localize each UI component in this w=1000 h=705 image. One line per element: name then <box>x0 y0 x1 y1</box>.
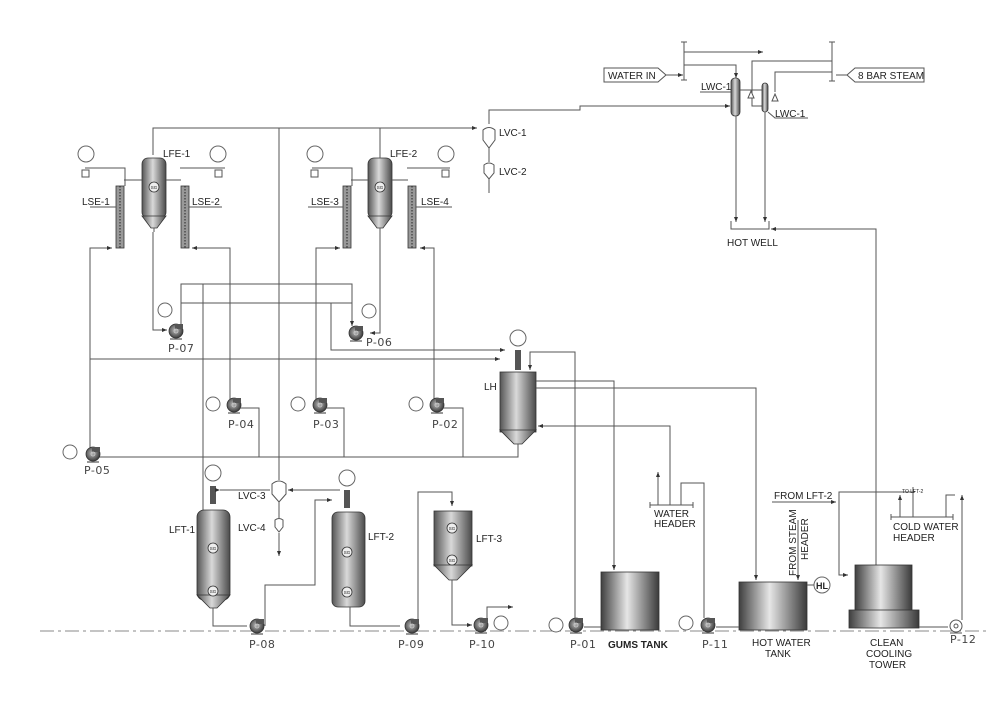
svg-text:HEADER: HEADER <box>800 518 811 560</box>
svg-text:LSE-4: LSE-4 <box>421 197 449 208</box>
pump-p-04: P-04 <box>205 396 254 431</box>
pump-p-02: P-02 <box>408 396 458 431</box>
from-lft-2: FROM LFT-2 <box>772 491 836 504</box>
svg-text:P-07: P-07 <box>168 342 194 355</box>
svg-text:P-01: P-01 <box>570 638 596 651</box>
svg-text:LVC-2: LVC-2 <box>499 167 527 178</box>
cyclone-lvc-2: LVC-2 <box>483 162 527 180</box>
svg-text:P-05: P-05 <box>84 464 110 477</box>
svg-text:HL: HL <box>816 581 828 591</box>
svg-text:LVC-1: LVC-1 <box>499 128 527 139</box>
svg-text:COOLING: COOLING <box>866 649 912 660</box>
svg-text:COLD WATER: COLD WATER <box>893 522 959 533</box>
steam-label: 8 BAR STEAM <box>858 71 924 82</box>
svg-text:HOT WATER: HOT WATER <box>752 638 811 649</box>
svg-text:LFT-2: LFT-2 <box>368 532 395 543</box>
svg-text:WATER: WATER <box>654 509 689 520</box>
svg-text:LSE-3: LSE-3 <box>311 197 339 208</box>
svg-text:TO LFT-2: TO LFT-2 <box>902 489 924 495</box>
pump-p-05: P-05 <box>62 444 110 477</box>
svg-text:FROM STEAM: FROM STEAM <box>788 509 799 576</box>
svg-text:P-03: P-03 <box>313 418 339 431</box>
tank-lft-1: LFT-1 <box>169 464 231 609</box>
svg-text:LSE-1: LSE-1 <box>82 197 110 208</box>
hl-indicator: HL <box>807 576 831 594</box>
separator-lse-1: LSE-1 <box>82 185 125 249</box>
svg-text:P-02: P-02 <box>432 418 458 431</box>
svg-text:LFE-1: LFE-1 <box>163 149 191 160</box>
hot-well-label: HOT WELL <box>727 238 778 249</box>
svg-text:FROM LFT-2: FROM LFT-2 <box>774 491 833 502</box>
pump-p-01: P-01 <box>548 617 596 651</box>
evaporator-lfe-1: LFE-1 <box>141 149 191 232</box>
svg-text:LFT-1: LFT-1 <box>169 525 196 536</box>
svg-text:P-08: P-08 <box>249 638 275 651</box>
pump-p-06: P-06 <box>348 303 392 349</box>
lwc-1a-label: LWC-1 <box>701 82 732 93</box>
hot-water-tank: HOT WATER TANK <box>738 581 811 660</box>
svg-text:LFT-3: LFT-3 <box>476 534 503 545</box>
tank-lft-2: LFT-2 <box>331 469 395 608</box>
cyclone-lvc-4: LVC-4 <box>238 518 284 534</box>
svg-text:LSE-2: LSE-2 <box>192 197 220 208</box>
svg-text:P-09: P-09 <box>398 638 424 651</box>
svg-text:HEADER: HEADER <box>893 533 935 544</box>
gums-tank: GUMS TANK <box>600 571 669 651</box>
pump-p-08: P-08 <box>249 618 275 651</box>
heater-lh: LH <box>484 329 537 448</box>
pump-p-09: P-09 <box>398 618 424 651</box>
separator-lse-3: LSE-3 <box>308 185 352 249</box>
svg-text:GUMS TANK: GUMS TANK <box>608 640 669 651</box>
separator-lse-2: LSE-2 <box>180 185 222 249</box>
steam-inlet: 8 BAR STEAM <box>836 67 925 83</box>
condenser-lwc-1b: LWC-1 <box>747 82 808 120</box>
cold-water-header: TO LFT-2 COLD WATER HEADER <box>890 487 959 544</box>
pump-p-07: P-07 <box>157 302 194 355</box>
svg-text:LH: LH <box>484 382 497 393</box>
lwc-1b-label: LWC-1 <box>775 109 806 120</box>
svg-text:LVC-4: LVC-4 <box>238 523 266 534</box>
evaporator-lfe-2: LFE-2 <box>367 149 418 232</box>
svg-text:P-06: P-06 <box>366 336 392 349</box>
svg-text:P-04: P-04 <box>228 418 254 431</box>
svg-text:CLEAN: CLEAN <box>870 638 903 649</box>
svg-text:P-10: P-10 <box>469 638 495 651</box>
tank-lft-3: LFT-3 <box>433 510 503 581</box>
water-inlet: WATER IN <box>603 67 683 83</box>
svg-text:TANK: TANK <box>765 649 791 660</box>
separator-lse-4: LSE-4 <box>407 185 452 249</box>
water-header: WATER HEADER <box>649 472 705 618</box>
svg-text:HEADER: HEADER <box>654 519 696 530</box>
svg-text:TOWER: TOWER <box>869 660 906 671</box>
hot-well <box>730 221 770 230</box>
water-in-label: WATER IN <box>608 71 656 82</box>
cyclone-lvc-1: LVC-1 <box>482 127 527 149</box>
pump-p-03: P-03 <box>290 396 339 431</box>
svg-text:LFE-2: LFE-2 <box>390 149 418 160</box>
from-steam-header: FROM STEAM HEADER <box>788 509 811 580</box>
cyclone-lvc-3: LVC-3 <box>238 480 287 503</box>
svg-text:P-12: P-12 <box>950 633 976 646</box>
pump-p-11: P-11 <box>678 615 728 651</box>
clean-cooling-tower: CLEAN COOLING TOWER <box>848 564 920 671</box>
pump-p-10: P-10 <box>469 615 509 651</box>
svg-text:LVC-3: LVC-3 <box>238 491 266 502</box>
svg-text:P-11: P-11 <box>702 638 728 651</box>
condenser-lwc-1a: LWC-1 <box>700 77 741 117</box>
pump-p-12: P-12 <box>949 619 976 646</box>
